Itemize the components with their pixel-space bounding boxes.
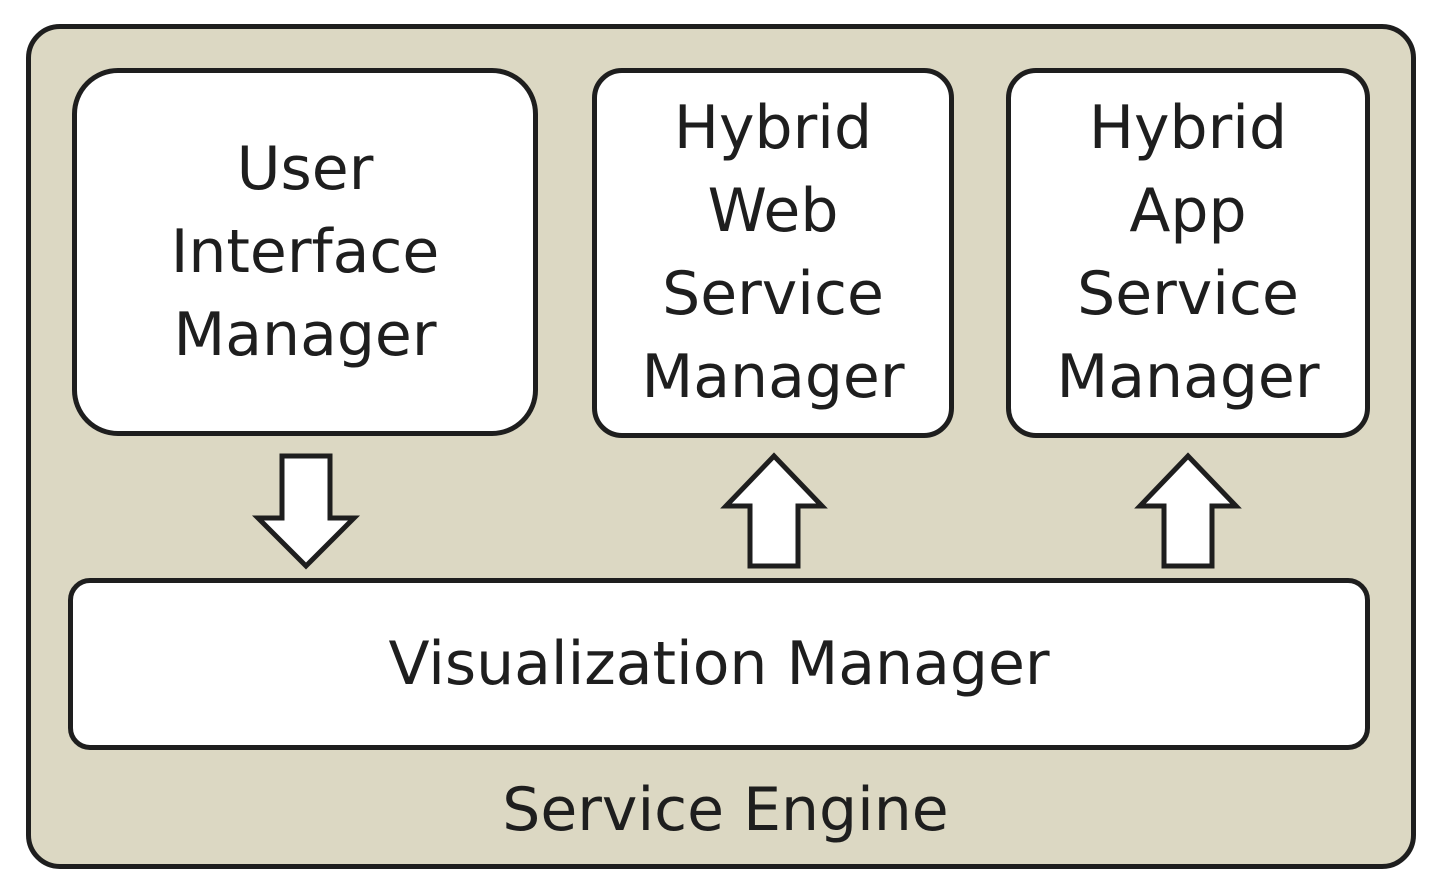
ui-manager-line-3: Manager	[173, 299, 437, 370]
web-manager-line-2: Web	[707, 176, 839, 246]
hybrid-app-service-manager-label: Hybrid App Service Manager	[1057, 87, 1320, 419]
hybrid-web-service-manager-label: Hybrid Web Service Manager	[642, 87, 905, 419]
visualization-manager-box: Visualization Manager	[68, 578, 1370, 750]
visualization-manager-label: Visualization Manager	[388, 623, 1049, 706]
web-manager-line-1: Hybrid	[673, 93, 873, 163]
service-engine-label: Service Engine	[502, 775, 949, 845]
app-manager-line-2: App	[1129, 176, 1247, 246]
app-manager-line-1: Hybrid	[1088, 93, 1288, 163]
web-manager-line-4: Manager	[641, 342, 905, 412]
user-interface-manager-label: User Interface Manager	[171, 128, 440, 377]
web-manager-line-3: Service	[662, 259, 884, 329]
visualization-manager-text: Visualization Manager	[388, 628, 1050, 699]
app-manager-line-3: Service	[1077, 259, 1299, 329]
app-manager-line-4: Manager	[1056, 342, 1320, 412]
ui-manager-line-2: Interface	[170, 216, 440, 287]
hybrid-app-service-manager-box: Hybrid App Service Manager	[1006, 68, 1370, 438]
user-interface-manager-box: User Interface Manager	[72, 68, 538, 436]
ui-manager-line-1: User	[236, 133, 374, 204]
hybrid-web-service-manager-box: Hybrid Web Service Manager	[592, 68, 954, 438]
